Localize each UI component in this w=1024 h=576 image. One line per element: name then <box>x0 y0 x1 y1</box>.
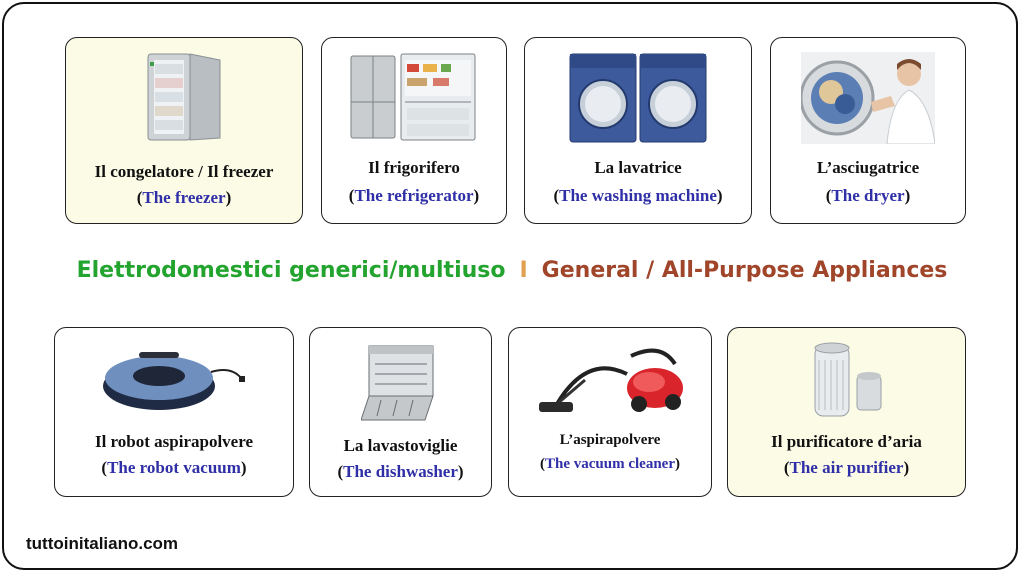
card-italian-label: L’asciugatrice <box>816 158 920 177</box>
card-italian-label: Il purificatore d’aria <box>771 432 922 451</box>
card-english-label: (The vacuum cleaner) <box>540 456 680 472</box>
heading-english: General / All-Purpose Appliances <box>541 258 948 283</box>
card-italian-label: La lavatrice <box>594 158 682 177</box>
website-credit: tuttoinitaliano.com <box>26 534 179 553</box>
dryer-icon <box>801 52 935 144</box>
card-refrigerator: Il frigorifero (The refrigerator) <box>321 37 507 224</box>
card-italian-label: La lavastoviglie <box>343 436 458 455</box>
heading-separator: I <box>519 258 528 283</box>
refrigerator-icon <box>350 53 476 141</box>
card-dryer: L’asciugatrice (The dryer) <box>770 37 966 224</box>
card-vacuum-cleaner: L’aspirapolvere (The vacuum cleaner) <box>508 327 712 497</box>
card-freezer: Il congelatore / Il freezer (The freezer… <box>65 37 303 224</box>
dishwasher-icon <box>360 345 434 421</box>
washing-machine-icon <box>569 53 707 143</box>
card-english-label: (The refrigerator) <box>348 186 480 205</box>
card-italian-label: Il congelatore / Il freezer <box>94 162 274 181</box>
freezer-icon <box>147 53 221 141</box>
card-air-purifier: Il purificatore d’aria (The air purifier… <box>727 327 966 497</box>
card-english-label: (The freezer) <box>136 188 232 207</box>
card-italian-label: L’aspirapolvere <box>559 432 661 448</box>
section-heading: Elettrodomestici generici/multiuso I Gener… <box>0 258 1024 283</box>
card-italian-label: Il frigorifero <box>368 158 460 177</box>
card-italian-label: Il robot aspirapolvere <box>94 432 254 451</box>
card-english-label: (The dishwasher) <box>337 462 464 481</box>
card-washing-machine: La lavatrice (The washing machine) <box>524 37 752 224</box>
card-english-label: (The washing machine) <box>553 186 723 205</box>
card-dishwasher: La lavastoviglie (The dishwasher) <box>309 327 492 497</box>
card-english-label: (The robot vacuum) <box>101 458 247 477</box>
card-english-label: (The air purifier) <box>783 458 910 477</box>
robot-vacuum-icon <box>103 352 245 410</box>
card-robot-vacuum: Il robot aspirapolvere (The robot vacuum… <box>54 327 294 497</box>
vacuum-cleaner-icon <box>539 348 683 412</box>
heading-italian: Elettrodomestici generici/multiuso <box>76 258 506 283</box>
card-english-label: (The dryer) <box>825 186 911 205</box>
air-purifier-icon <box>814 342 881 417</box>
